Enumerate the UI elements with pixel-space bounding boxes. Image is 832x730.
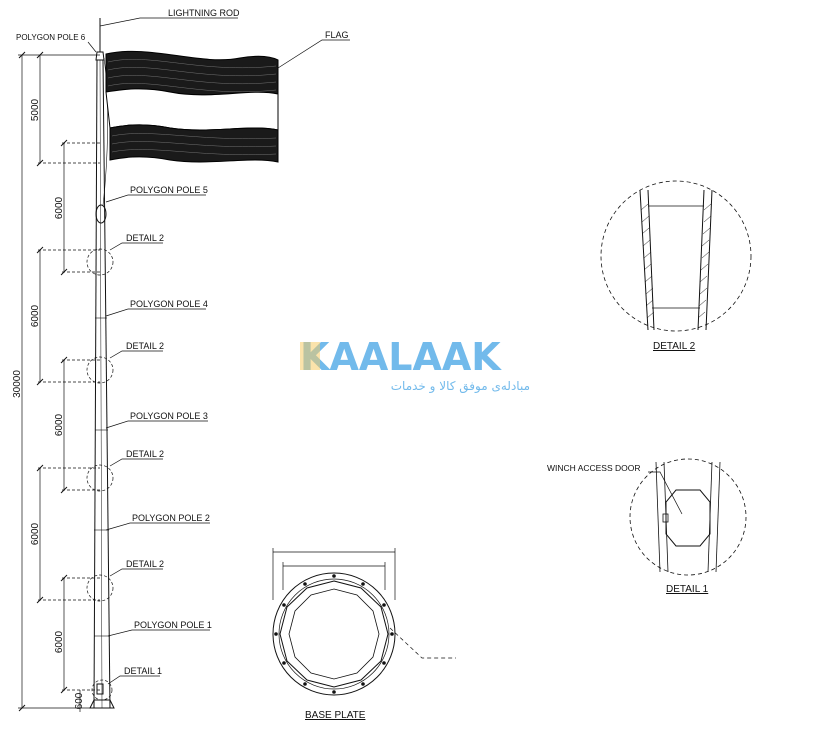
label-detail-2-a: DETAIL 2: [126, 233, 164, 243]
label-lightning-rod: LIGHTNING ROD: [168, 8, 240, 18]
label-polygon-pole-1: POLYGON POLE 1: [134, 620, 212, 630]
dim-seg-2: 6000: [30, 522, 41, 545]
title-detail-2: DETAIL 2: [653, 341, 696, 352]
dim-seg-top: 5000: [30, 98, 41, 121]
label-polygon-pole-3: POLYGON POLE 3: [130, 411, 208, 421]
detail-1-view: [629, 458, 747, 576]
watermark-brand: KAALAAK: [300, 335, 502, 379]
title-detail-1: DETAIL 1: [666, 584, 709, 595]
dimension-lines: [18, 17, 350, 712]
label-detail-2-d: DETAIL 2: [126, 559, 164, 569]
kaalaak-watermark: KAALAAK مبادله‌ی موفق کالا و خدمات: [300, 335, 530, 394]
title-base-plate: BASE PLATE: [305, 710, 366, 721]
label-polygon-pole-4: POLYGON POLE 4: [130, 299, 208, 309]
flag: [105, 50, 279, 163]
dim-seg-4: 6000: [30, 304, 41, 327]
base-plate-view: [272, 548, 456, 696]
label-polygon-pole-6: POLYGON POLE 6: [16, 33, 86, 42]
label-detail-2-c: DETAIL 2: [126, 449, 164, 459]
label-polygon-pole-5: POLYGON POLE 5: [130, 185, 208, 195]
dim-seg-5: 6000: [54, 196, 65, 219]
dimension-ticks: [18, 51, 68, 712]
watermark-yellow-mark: [300, 342, 320, 370]
label-detail-2-b: DETAIL 2: [126, 341, 164, 351]
dim-total: 30000: [12, 370, 23, 398]
detail-2-view: [600, 180, 752, 332]
label-detail-1: DETAIL 1: [124, 666, 162, 676]
watermark-tagline: مبادله‌ی موفق کالا و خدمات: [391, 379, 530, 394]
dim-seg-3: 6000: [54, 413, 65, 436]
label-polygon-pole-2: POLYGON POLE 2: [132, 513, 210, 523]
dim-base: 600: [74, 692, 85, 709]
dim-seg-1: 6000: [54, 630, 65, 653]
label-winch-access-door: WINCH ACCESS DOOR: [547, 463, 641, 473]
label-flag: FLAG: [325, 30, 349, 40]
flagpole: [89, 18, 115, 709]
